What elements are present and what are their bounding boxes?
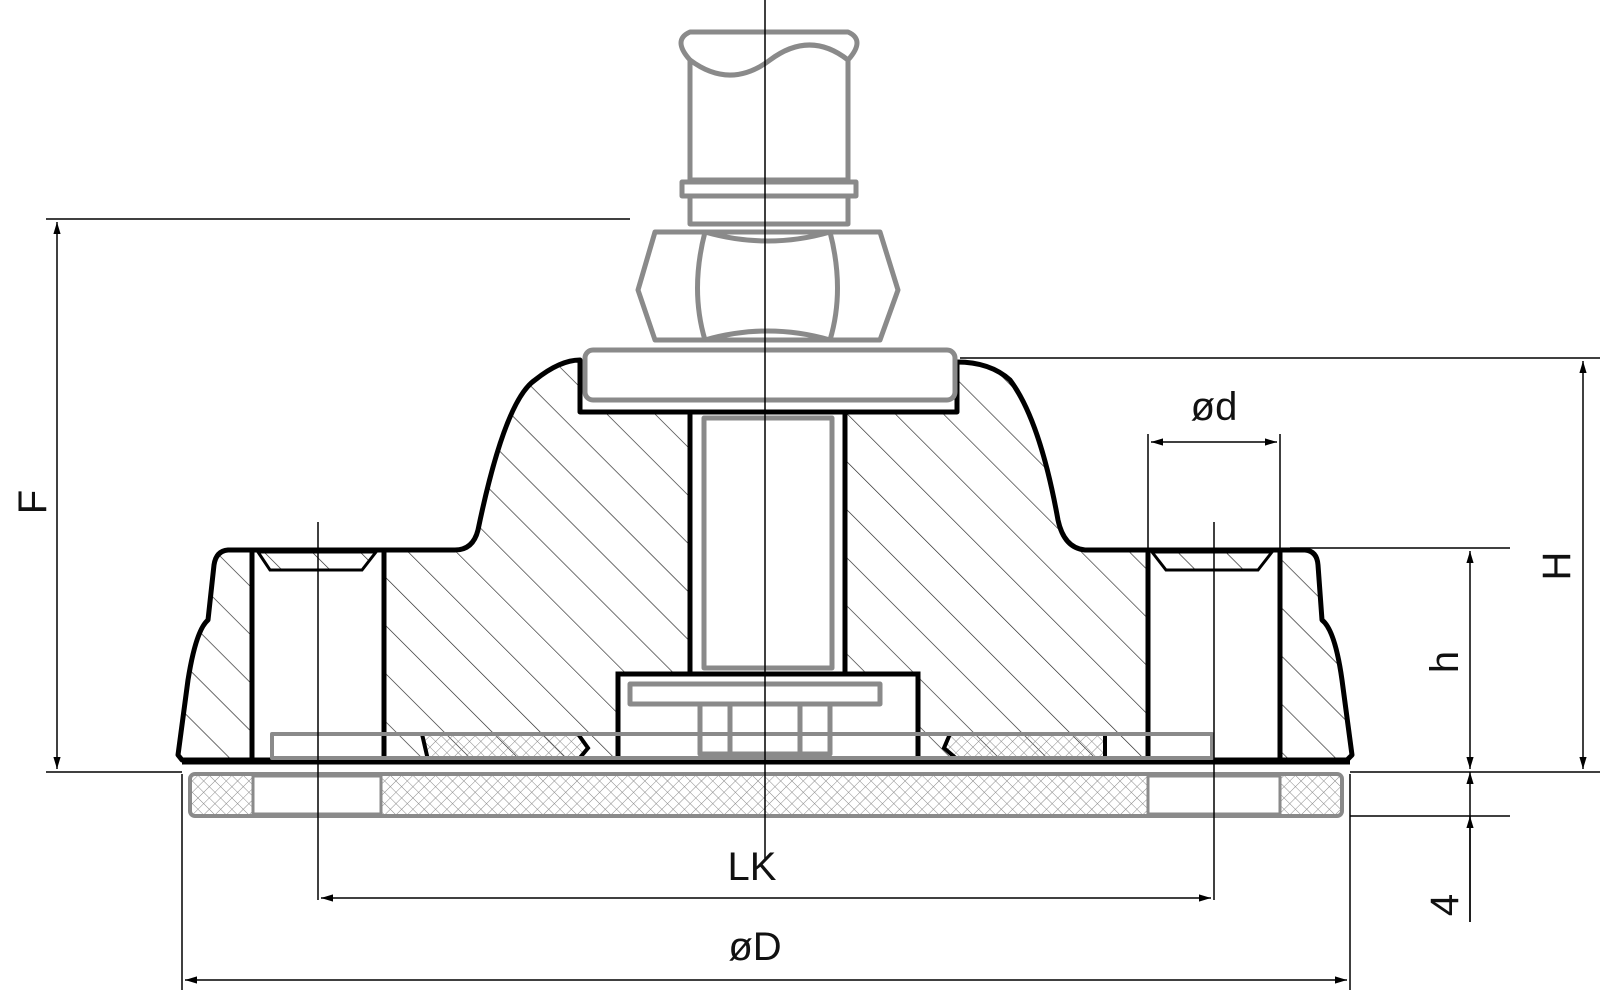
rubber-pad [188, 772, 1344, 818]
dimension-4 [1350, 772, 1510, 922]
dimension-label-d: ød [1191, 385, 1238, 429]
dimension-label-F: F [11, 490, 55, 514]
dimension-label-H: H [1535, 552, 1579, 581]
dimension-label-LK: LK [728, 845, 777, 889]
dimension-F [46, 218, 630, 773]
dimension-label-h: h [1423, 651, 1467, 673]
dimension-h [1290, 547, 1510, 769]
leveling-screw [270, 29, 1214, 760]
dimension-label-4: 4 [1423, 894, 1467, 916]
dimension-H [960, 357, 1600, 773]
dimension-label-D: øD [728, 925, 781, 969]
dimension-d [1147, 434, 1281, 548]
dimension-D [181, 774, 1351, 990]
